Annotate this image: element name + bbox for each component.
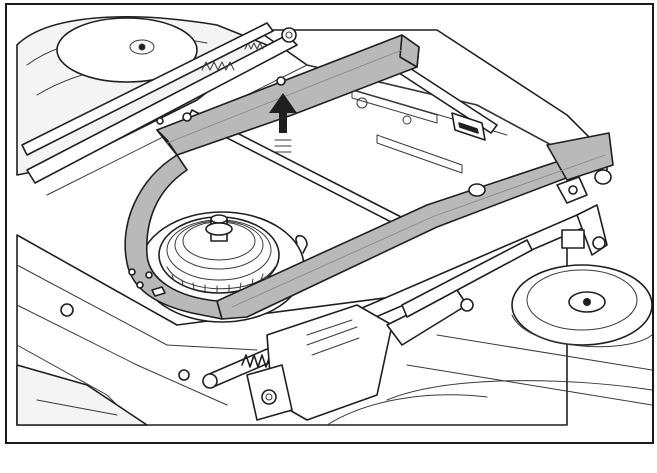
front-rod-assembly xyxy=(60,112,608,421)
lift-linkage-rods xyxy=(21,22,308,196)
mower-deck-lift-illustration xyxy=(16,16,652,426)
technical-illustration-frame xyxy=(5,3,654,444)
arrow-up-icon xyxy=(269,93,297,153)
